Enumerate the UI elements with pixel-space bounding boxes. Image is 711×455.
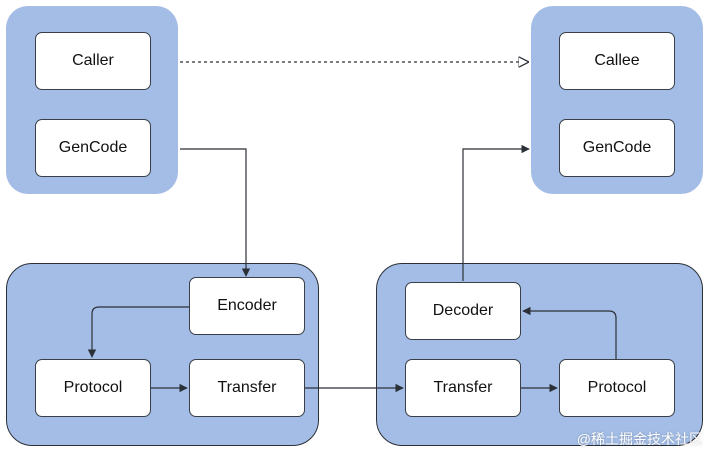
protocol-left-node: Protocol bbox=[35, 359, 151, 417]
gencode-right-node: GenCode bbox=[559, 119, 675, 177]
callee-node: Callee bbox=[559, 32, 675, 90]
decoder-to-gencode-arrow bbox=[462, 144, 530, 281]
encoder-to-protocol-arrow bbox=[87, 306, 189, 358]
protocol-to-decoder-arrow bbox=[522, 306, 617, 359]
footer-watermark: @稀土掘金技术社区 bbox=[576, 431, 703, 447]
transfer-right-node: Transfer bbox=[405, 359, 521, 417]
transfer-left-node: Transfer bbox=[189, 359, 305, 417]
gencode-to-encoder-arrow bbox=[180, 148, 251, 277]
gencode-left-node: GenCode bbox=[35, 119, 151, 177]
caller-node: Caller bbox=[35, 32, 151, 90]
decoder-node: Decoder bbox=[405, 282, 521, 340]
encoder-node: Encoder bbox=[189, 277, 305, 335]
protocol-right-node: Protocol bbox=[559, 359, 675, 417]
